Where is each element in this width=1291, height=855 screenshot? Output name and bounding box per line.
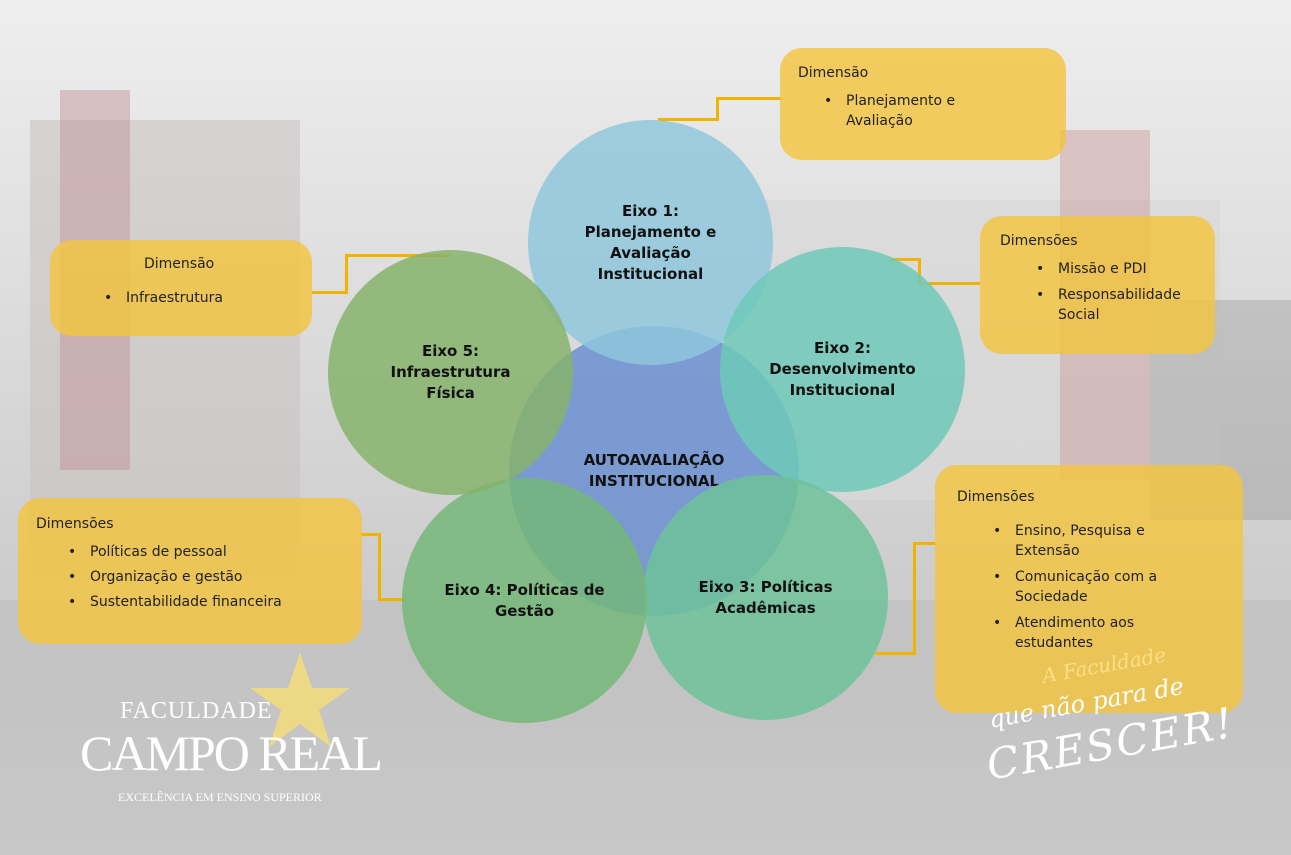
dimension-list: Políticas de pessoal Organização e gestã…: [62, 542, 352, 612]
dimension-item: Missão e PDI: [1030, 259, 1200, 279]
eixo-5-label: Eixo 5: Infraestrutura Física: [390, 342, 511, 402]
connector-eixo4-h2: [378, 598, 406, 601]
eixo-3-label: Eixo 3: Políticas Acadêmicas: [698, 577, 833, 617]
logo-line-1: FACULDADE: [120, 698, 273, 724]
dimension-item: Atendimento aos estudantes: [987, 613, 1187, 653]
dimension-box-title: Dimensões: [957, 489, 1035, 505]
connector-eixo5-v: [345, 254, 348, 294]
eixo-4-label: Eixo 4: Políticas de Gestão: [444, 580, 605, 620]
eixo-2-circle: Eixo 2: Desenvolvimento Institucional: [720, 247, 965, 492]
connector-eixo3-h2: [913, 542, 937, 545]
eixo-1-label: Eixo 1: Planejamento e Avaliação Institu…: [584, 201, 717, 283]
dimension-box-eixo-3: Dimensões Ensino, Pesquisa e Extensão Co…: [935, 465, 1243, 713]
dimension-box-title: Dimensões: [36, 516, 114, 532]
eixo-5-circle: Eixo 5: Infraestrutura Física: [328, 250, 573, 495]
connector-eixo3-h1: [875, 652, 915, 655]
dimension-item: Políticas de pessoal: [62, 542, 352, 562]
connector-eixo1-v: [716, 97, 719, 121]
connector-eixo5-h1: [312, 291, 347, 294]
dimension-list: Ensino, Pesquisa e Extensão Comunicação …: [987, 521, 1187, 653]
dimension-box-title: Dimensões: [1000, 233, 1078, 249]
dimension-box-eixo-5: Dimensão Infraestrutura: [50, 240, 312, 336]
logo: FACULDADE CAMPO REAL EXCELÊNCIA EM ENSIN…: [70, 650, 390, 810]
dimension-box-title: Dimensão: [798, 65, 869, 81]
logo-line-2: CAMPO REAL: [80, 725, 383, 781]
dimension-list: Missão e PDI Responsabilidade Social: [1030, 259, 1200, 325]
connector-eixo4-v: [378, 533, 381, 601]
eixo-2-label: Eixo 2: Desenvolvimento Institucional: [769, 339, 916, 399]
star-icon: [250, 652, 350, 747]
dimension-box-title: Dimensão: [144, 256, 215, 272]
dimension-box-eixo-4: Dimensões Políticas de pessoal Organizaç…: [18, 498, 362, 644]
connector-eixo1-h2: [716, 97, 782, 100]
connector-eixo2-h2: [918, 282, 980, 285]
dimension-box-eixo-1: Dimensão Planejamento e Avaliação: [780, 48, 1066, 160]
dimension-item: Responsabilidade Social: [1030, 285, 1200, 325]
eixo-4-circle: Eixo 4: Políticas de Gestão: [402, 478, 647, 723]
center-label: AUTOAVALIAÇÃO INSTITUCIONAL: [583, 451, 725, 490]
dimension-box-eixo-2: Dimensões Missão e PDI Responsabilidade …: [980, 216, 1215, 354]
connector-eixo5-h2: [345, 254, 450, 257]
connector-eixo2-h1: [890, 258, 920, 261]
dimension-list: Planejamento e Avaliação: [818, 91, 988, 131]
connector-eixo4-h1: [360, 533, 380, 536]
logo-line-3: EXCELÊNCIA EM ENSINO SUPERIOR: [118, 790, 322, 804]
eixo-3-circle: Eixo 3: Políticas Acadêmicas: [643, 475, 888, 720]
dimension-list: Infraestrutura: [98, 288, 298, 308]
dimension-item: Planejamento e Avaliação: [818, 91, 988, 131]
connector-eixo1-h1: [658, 118, 718, 121]
dimension-item: Organização e gestão: [62, 567, 352, 587]
dimension-item: Sustentabilidade financeira: [62, 592, 352, 612]
connector-eixo2-v: [918, 258, 921, 284]
connector-eixo3-v: [913, 542, 916, 655]
dimension-item: Infraestrutura: [98, 288, 298, 308]
dimension-item: Comunicação com a Sociedade: [987, 567, 1187, 607]
dimension-item: Ensino, Pesquisa e Extensão: [987, 521, 1187, 561]
